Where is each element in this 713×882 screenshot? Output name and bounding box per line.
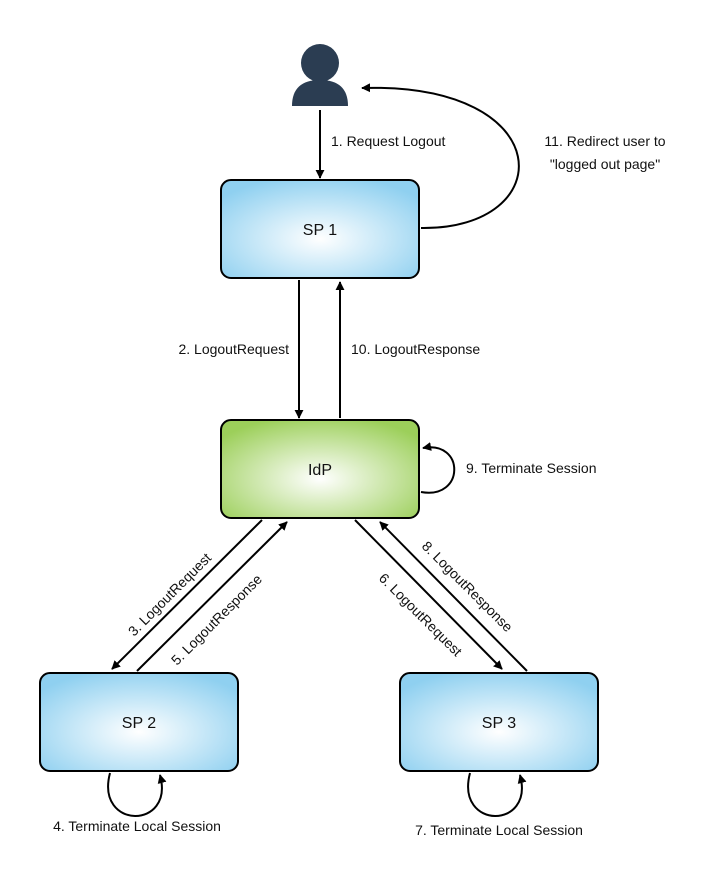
sp2-node: SP 2 — [39, 672, 239, 772]
sp3-node: SP 3 — [399, 672, 599, 772]
arrow-logout-response-sp2-idp — [136, 521, 288, 672]
arrow-redirect-user — [361, 83, 520, 230]
arrow-terminate-local-sp2 — [107, 772, 167, 817]
step-2-label: 2. LogoutRequest — [178, 341, 289, 357]
arrow-terminate-session-idp — [420, 442, 456, 494]
arrow-terminate-local-sp3 — [467, 772, 527, 817]
step-4-label: 4. Terminate Local Session — [53, 818, 221, 834]
step-11-label-line2: "logged out page" — [550, 156, 660, 172]
arrow-logout-request-idp-sp3 — [354, 519, 503, 670]
sp1-node: SP 1 — [220, 179, 420, 279]
user-icon — [292, 44, 348, 106]
step-10-label: 10. LogoutResponse — [351, 341, 480, 357]
sp1-label: SP 1 — [303, 222, 338, 239]
step-7-label: 7. Terminate Local Session — [415, 822, 583, 838]
idp-label: IdP — [308, 462, 332, 479]
idp-node: IdP — [220, 419, 420, 519]
step-11-label-line1: 11. Redirect user to — [544, 133, 665, 149]
sp2-label: SP 2 — [122, 715, 157, 732]
step-6-label: 6. LogoutRequest — [376, 570, 466, 660]
arrow-logout-response-sp3-idp — [379, 521, 528, 672]
sp3-label: SP 3 — [482, 715, 517, 732]
arrow-logout-request-idp-sp2 — [111, 519, 263, 670]
step-1-label: 1. Request Logout — [331, 133, 446, 149]
step-9-label: 9. Terminate Session — [466, 460, 596, 476]
